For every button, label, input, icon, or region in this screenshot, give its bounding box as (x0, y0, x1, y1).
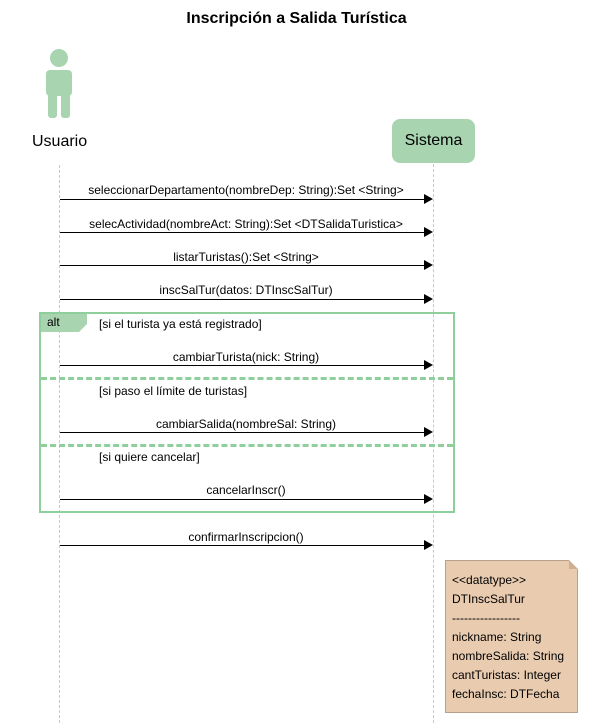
message-arrow (60, 232, 425, 233)
alt-guard: [si quiere cancelar] (99, 450, 200, 464)
arrowhead-icon (424, 427, 433, 437)
message-arrow (60, 545, 425, 546)
message-arrow (60, 299, 425, 300)
actor-label: Usuario (32, 133, 88, 150)
message-label: cambiarSalida(nombreSal: String) (155, 417, 337, 431)
message-arrow (60, 432, 425, 433)
message-arrow (60, 365, 425, 366)
message-arrow (60, 199, 425, 200)
note-field: nickname: String (452, 630, 542, 644)
arrowhead-icon (424, 494, 433, 504)
note-field: nombreSalida: String (452, 649, 565, 663)
datatype-note: <<datatype>> DTInscSalTur --------------… (445, 560, 578, 713)
note-separator: ----------------- (452, 611, 520, 625)
alt-divider (41, 444, 453, 447)
alt-guard: [si paso el límite de turistas] (99, 384, 248, 398)
message-label: seleccionarDepartamento(nombreDep: Strin… (88, 183, 404, 197)
message-label: cancelarInscr() (206, 483, 286, 497)
message-arrow (60, 499, 425, 500)
message-arrow (60, 265, 425, 266)
message-label: cambiarTurista(nick: String) (172, 350, 320, 364)
message-label: inscSalTur(datos: DTInscSalTur) (159, 283, 333, 297)
message-label: selecActividad(nombreAct: String):Set <D… (89, 217, 403, 231)
alt-fragment-frame (39, 312, 455, 513)
arrowhead-icon (424, 227, 433, 237)
arrowhead-icon (424, 194, 433, 204)
alt-divider (41, 377, 453, 380)
alt-fragment-tag: alt (47, 315, 60, 329)
alt-guard: [si el turista ya está registrado] (99, 317, 262, 331)
note-field: cantTuristas: Integer (452, 668, 561, 682)
system-lifeline (433, 164, 434, 723)
arrowhead-icon (424, 260, 433, 270)
note-field: fechaInsc: DTFecha (452, 687, 560, 701)
arrowhead-icon (424, 294, 433, 304)
diagram-title: Inscripción a Salida Turística (186, 10, 407, 27)
message-label: listarTuristas():Set <String> (173, 250, 319, 264)
person-icon (46, 49, 72, 118)
arrowhead-icon (424, 360, 433, 370)
message-label: confirmarInscripcion() (188, 530, 304, 544)
note-stereotype: <<datatype>> (452, 573, 527, 587)
note-name: DTInscSalTur (452, 592, 525, 606)
alt-fragment-tag-shape (41, 314, 87, 332)
arrowhead-icon (424, 540, 433, 550)
system-lifeline-header: Sistema (392, 119, 475, 163)
note-fold-icon (569, 560, 578, 569)
